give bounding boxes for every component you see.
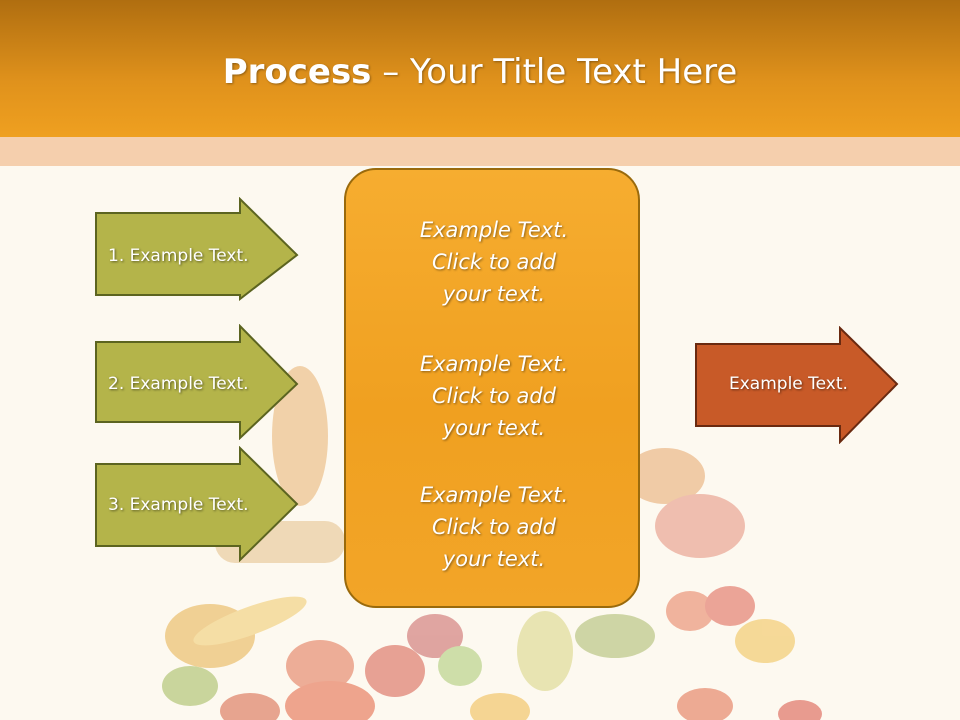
block-line: Click to add: [431, 384, 556, 408]
step-arrow-2-label: 2. Example Text.: [108, 374, 249, 394]
step-arrow-shape: [95, 197, 299, 301]
result-arrow[interactable]: [694, 326, 900, 444]
center-text-box[interactable]: Example Text. Click to add your text. Ex…: [344, 168, 640, 608]
center-text-block-1: Example Text. Click to add your text.: [346, 214, 642, 310]
title-bold: Process: [222, 52, 372, 92]
step-arrow-3-label: 3. Example Text.: [108, 495, 249, 515]
block-line: Click to add: [431, 250, 556, 274]
slide-title[interactable]: Process – Your Title Text Here: [0, 52, 960, 92]
block-line: your text.: [442, 416, 546, 440]
block-line: Example Text.: [419, 352, 569, 376]
result-arrow-label: Example Text.: [729, 374, 848, 394]
step-arrow-shape: [95, 324, 299, 440]
step-arrow-2[interactable]: [94, 324, 300, 440]
title-bar: [0, 0, 960, 137]
step-arrow-1-label: 1. Example Text.: [108, 246, 249, 266]
block-line: Example Text.: [419, 483, 569, 507]
block-line: your text.: [442, 547, 546, 571]
block-line: your text.: [442, 282, 546, 306]
result-arrow-shape: [695, 326, 899, 444]
center-text-block-2: Example Text. Click to add your text.: [346, 348, 642, 444]
block-line: Click to add: [431, 515, 556, 539]
block-line: Example Text.: [419, 218, 569, 242]
step-arrow-1[interactable]: [94, 197, 300, 301]
title-rest: – Your Title Text Here: [371, 52, 738, 92]
food-pyramid-background: [162, 366, 822, 720]
step-arrow-3[interactable]: [94, 446, 300, 562]
header-band: [0, 137, 960, 166]
step-arrow-shape: [95, 446, 299, 562]
center-text-block-3: Example Text. Click to add your text.: [346, 479, 642, 575]
